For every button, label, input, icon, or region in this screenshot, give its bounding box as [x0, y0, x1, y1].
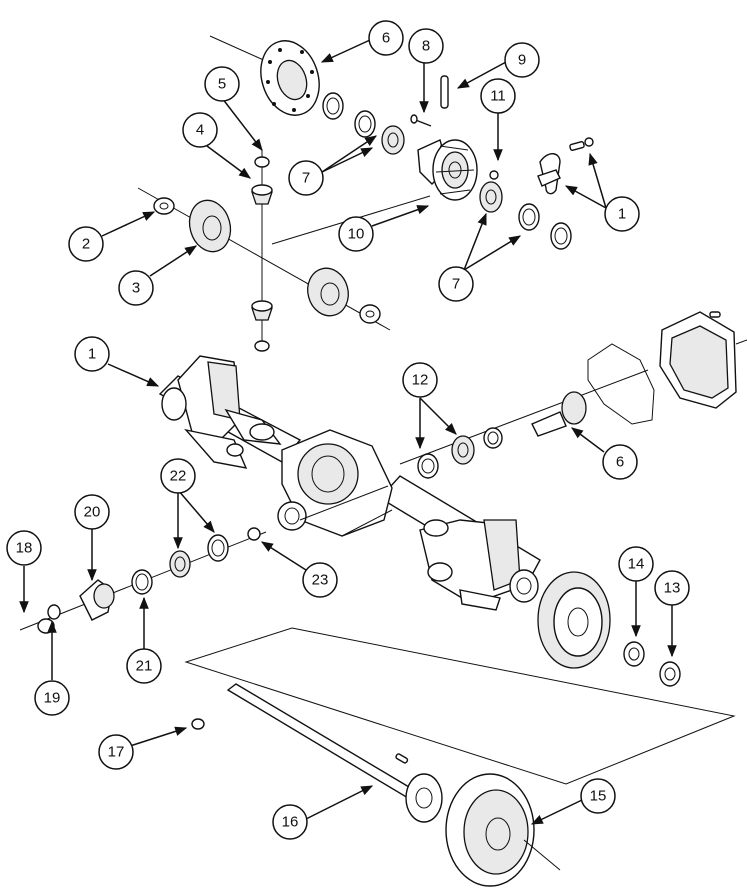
axle-housing [158, 355, 541, 611]
callout-label: 7 [452, 276, 460, 293]
bearing-cap-and-bolts [537, 137, 594, 195]
callout-label: 10 [348, 226, 365, 243]
callout-label: 21 [136, 658, 153, 675]
rear-cover-and-gasket [587, 311, 747, 425]
callout-leaders [19, 39, 677, 825]
callout-4: 4 [182, 112, 218, 148]
callout-18: 18 [6, 530, 42, 566]
callout-10: 10 [338, 216, 374, 252]
callout-16: 16 [272, 804, 308, 840]
callout-1-bearing-cap: 1 [604, 196, 640, 232]
pinion-shaft [440, 75, 449, 109]
callout-label: 7 [302, 170, 310, 187]
callout-15: 15 [580, 778, 616, 814]
callout-label: 15 [590, 788, 607, 805]
callout-label: 13 [664, 580, 681, 597]
differential-bearing-lower [479, 170, 572, 250]
callout-7-lower: 7 [438, 266, 474, 302]
callout-7-upper: 7 [288, 160, 324, 196]
callout-label: 6 [616, 454, 624, 471]
callout-20: 20 [74, 494, 110, 530]
axle-shaft-assembly [184, 627, 736, 887]
callout-label: 19 [44, 690, 61, 707]
callout-19: 19 [34, 680, 70, 716]
ring-gear [260, 40, 320, 116]
callout-label: 4 [196, 122, 204, 139]
pinion-yoke-and-seals [19, 527, 267, 634]
differential-bearing-upper [322, 92, 405, 155]
callout-3: 3 [118, 270, 154, 306]
callout-1-axle-housing: 1 [74, 336, 110, 372]
side-gears-and-washers [153, 197, 381, 324]
callout-8: 8 [408, 28, 444, 64]
callout-label: 20 [84, 504, 101, 521]
callout-label: 9 [518, 52, 526, 69]
pinion-shaft-lock-bolt [410, 114, 432, 127]
callout-label: 1 [618, 206, 626, 223]
callout-label: 8 [422, 38, 430, 55]
callout-6-ring-gear: 6 [368, 20, 404, 56]
callout-6-pinion: 6 [602, 444, 638, 480]
backing-plate-bearing-seal [537, 571, 681, 687]
callout-label: 22 [170, 468, 187, 485]
callout-label: 12 [412, 372, 429, 389]
callout-label: 6 [382, 30, 390, 47]
callout-label: 18 [16, 540, 33, 557]
callout-12: 12 [402, 362, 438, 398]
callout-2: 2 [68, 226, 104, 262]
callout-label: 5 [218, 76, 226, 93]
callout-5: 5 [204, 66, 240, 102]
callout-21: 21 [126, 648, 162, 684]
callout-14: 14 [618, 546, 654, 582]
pinion-mate-gears [251, 156, 273, 352]
callout-9: 9 [504, 42, 540, 78]
callout-label: 3 [132, 280, 140, 297]
callout-label: 17 [108, 744, 125, 761]
callout-13: 13 [654, 570, 690, 606]
differential-case [417, 139, 478, 201]
pinion-bearings-and-pinion [399, 369, 649, 479]
callout-label: 2 [82, 236, 90, 253]
callout-17: 17 [98, 734, 134, 770]
callout-label: 1 [88, 346, 96, 363]
callout-22: 22 [160, 458, 196, 494]
callout-label: 14 [628, 556, 645, 573]
callout-label: 16 [282, 814, 299, 831]
callout-23: 23 [302, 562, 338, 598]
callout-label: 11 [490, 88, 506, 105]
callout-11: 11 [480, 78, 516, 114]
callout-label: 23 [312, 572, 329, 589]
